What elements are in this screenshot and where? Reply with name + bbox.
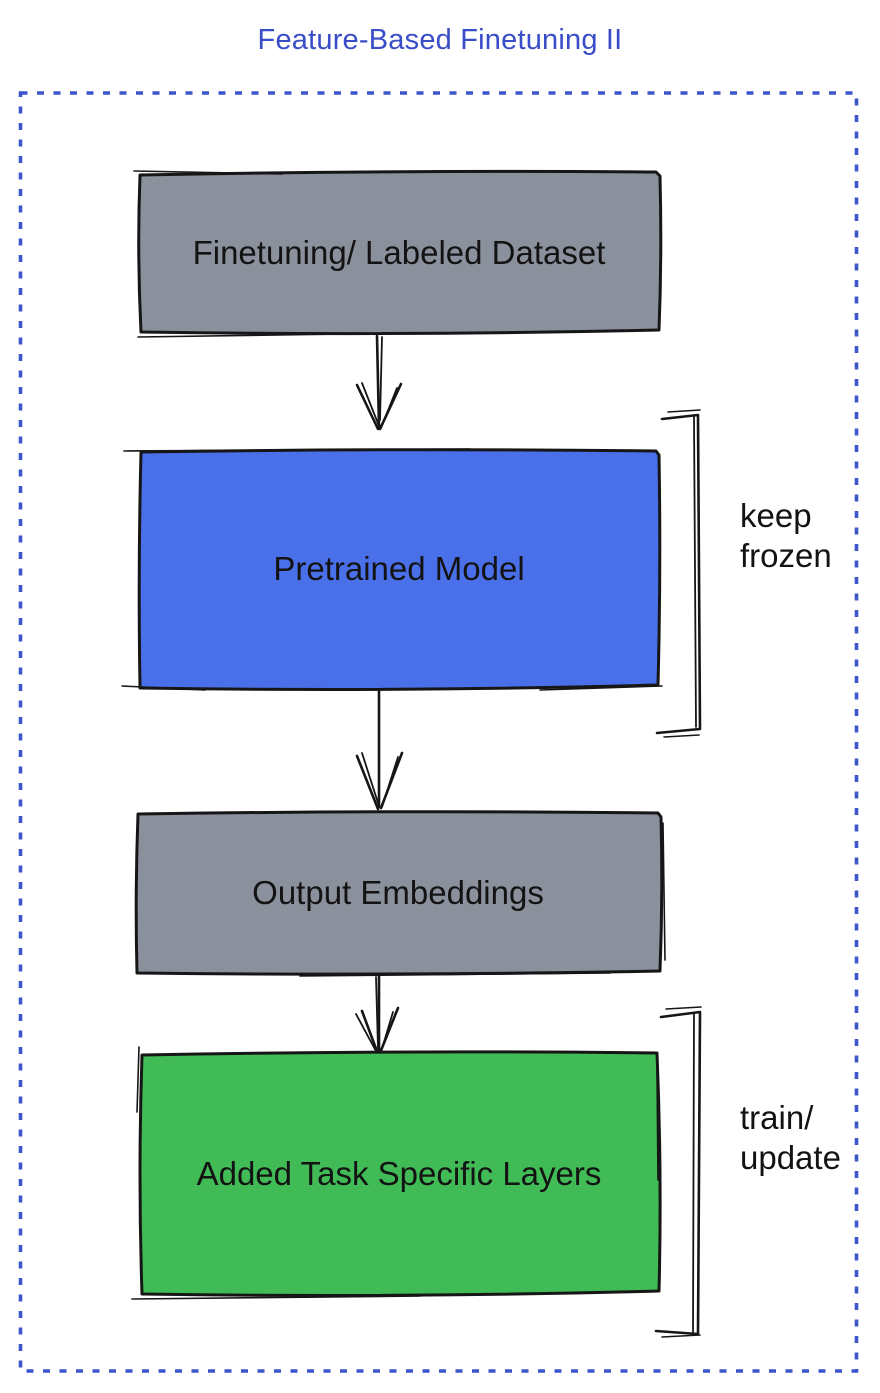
dotted-frame xyxy=(18,91,859,1373)
task-layers-box-label: Added Task Specific Layers xyxy=(196,1154,602,1192)
embeddings-box xyxy=(134,810,664,976)
keep-frozen-bracket xyxy=(655,409,702,738)
pretrained-box-sketch-bottom xyxy=(539,685,663,691)
pretrained-box-sketch-top xyxy=(123,448,471,452)
pretrained-box-label: Pretrained Model xyxy=(273,550,525,587)
dataset-box-sketch-top xyxy=(133,170,283,175)
keep-frozen-annotation: keep frozen xyxy=(740,497,832,574)
diagram-title: Feature-Based Finetuning II xyxy=(257,24,623,56)
task-layers-box-sketch-bottom xyxy=(131,1295,421,1300)
dataset-box xyxy=(137,169,663,336)
task-layers-box xyxy=(138,1050,662,1297)
embeddings-box-sketch-bottom xyxy=(299,972,611,977)
arrow-dataset-to-pretrained xyxy=(355,334,403,431)
embeddings-box-label: Output Embeddings xyxy=(252,874,544,911)
pretrained-box-sketch-corner xyxy=(121,685,206,691)
task-layers-box-sketch-left xyxy=(136,1046,140,1113)
dataset-box-label: Finetuning/ Labeled Dataset xyxy=(192,233,606,271)
dataset-box-sketch-bottom xyxy=(137,333,347,338)
arrow-embeddings-to-tasklayers xyxy=(355,974,400,1056)
train-update-annotation: train/ update xyxy=(740,1099,841,1176)
arrow-pretrained-to-embeddings xyxy=(355,689,404,811)
task-layers-box-sketch-right xyxy=(656,1069,659,1181)
train-update-bracket xyxy=(654,1006,702,1338)
embeddings-box-sketch-right xyxy=(662,822,666,961)
